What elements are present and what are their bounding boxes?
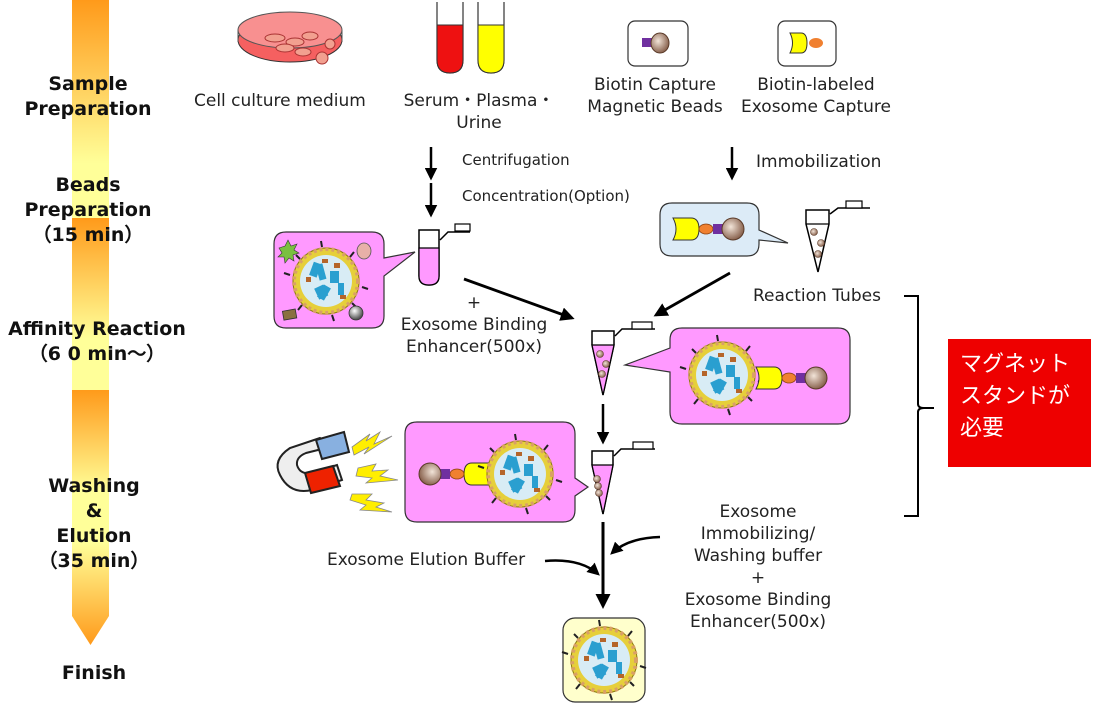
petri-dish-icon [237,11,343,65]
reaction-tube-beads-icon [805,200,870,273]
affinity-callout [622,327,851,425]
label-line: Washing buffer [693,546,823,566]
label-line: Exosome Capture [741,97,891,117]
stage-label-line: Affinity Reaction [8,318,186,340]
stage-label-line: （15 min） [32,224,144,246]
reaction-tube-affinity-icon [591,321,655,396]
label-line: Exosome Binding [684,590,832,610]
stage-washing-elution: Washing & Elution （35 min） [6,474,182,574]
magnet-stand-note: マグネット スタンドが 必要 [948,339,1091,467]
stage-label-line: Preparation [24,98,152,120]
label-reaction-tubes: Reaction Tubes [753,286,881,306]
label-line: Enhancer(500x) [405,337,543,357]
label-binding-enhancer: + Exosome Binding Enhancer(500x) [394,292,554,358]
bracket-icon [904,295,934,517]
stage-label-line: Sample [48,73,128,95]
stage-label-line: （6 0 min～） [28,343,166,365]
test-tube-serum-icon [436,2,464,74]
magnetic-field-icon [349,430,399,513]
label-centrifugation: Centrifugation [462,151,570,169]
timeline-segment-3 [72,390,109,645]
magnetic-bead-icon [627,20,689,67]
label-line: Enhancer(500x) [689,612,827,632]
stage-label-line: & [85,500,103,522]
stage-beads-preparation: Beads Preparation （15 min） [0,173,176,248]
label-line: Biotin-labeled [757,75,875,95]
label-line: Urine [456,113,502,133]
reaction-tube-washing-icon [591,441,655,515]
stage-label-line: Preparation [24,199,152,221]
sample-callout [273,231,416,329]
stage-label-line: Finish [61,662,127,684]
label-line: Exosome [719,502,797,522]
label-line: Immobilizing/ [700,524,816,544]
arrow-to-reaction [463,277,575,321]
test-tube-plasma-icon [477,2,505,74]
stage-affinity-reaction: Affinity Reaction （6 0 min～） [4,317,190,367]
arrow-washing-buffer [610,535,661,555]
magnet-icon [276,430,351,495]
note-line: マグネット [960,352,1071,377]
label-cell-culture: Cell culture medium [194,91,366,111]
timeline-segment-2 [72,218,109,390]
label-line: + [750,568,766,588]
label-serum-plasma: Serum・Plasma・ Urine [394,90,564,134]
stage-finish: Finish [6,661,182,686]
stage-label-line: （35 min） [38,550,150,572]
note-line: スタンドが [960,384,1071,409]
sample-tube-icon [418,223,471,286]
timeline-segment-1 [72,0,109,218]
washing-callout [404,421,590,523]
stage-sample-preparation: Sample Preparation [0,72,176,122]
purified-exosome-icon [560,617,648,703]
label-immobilization: Immobilization [756,152,882,172]
stage-label-line: Washing [48,475,140,497]
label-line: Serum・Plasma・ [403,91,555,111]
label-exosome-capture: Biotin-labeled Exosome Capture [733,74,899,118]
label-magnetic-beads: Biotin Capture Magnetic Beads [578,74,732,118]
label-washing-buffer: Exosome Immobilizing/ Washing buffer + E… [672,501,844,633]
beads-callout [659,202,789,257]
label-line: Exosome Binding [400,315,548,335]
stage-label-line: Beads [55,174,121,196]
arrow-to-reaction [653,271,731,317]
label-line: Magnetic Beads [587,97,723,117]
note-line: 必要 [960,416,1005,441]
stage-label-line: Elution [56,525,132,547]
label-line: + [466,293,482,313]
label-line: Biotin Capture [594,75,716,95]
label-elution-buffer: Exosome Elution Buffer [327,550,526,570]
exosome-capture-icon [777,20,837,67]
label-concentration: Concentration(Option) [462,187,630,205]
arrow-elution-buffer [544,559,600,576]
